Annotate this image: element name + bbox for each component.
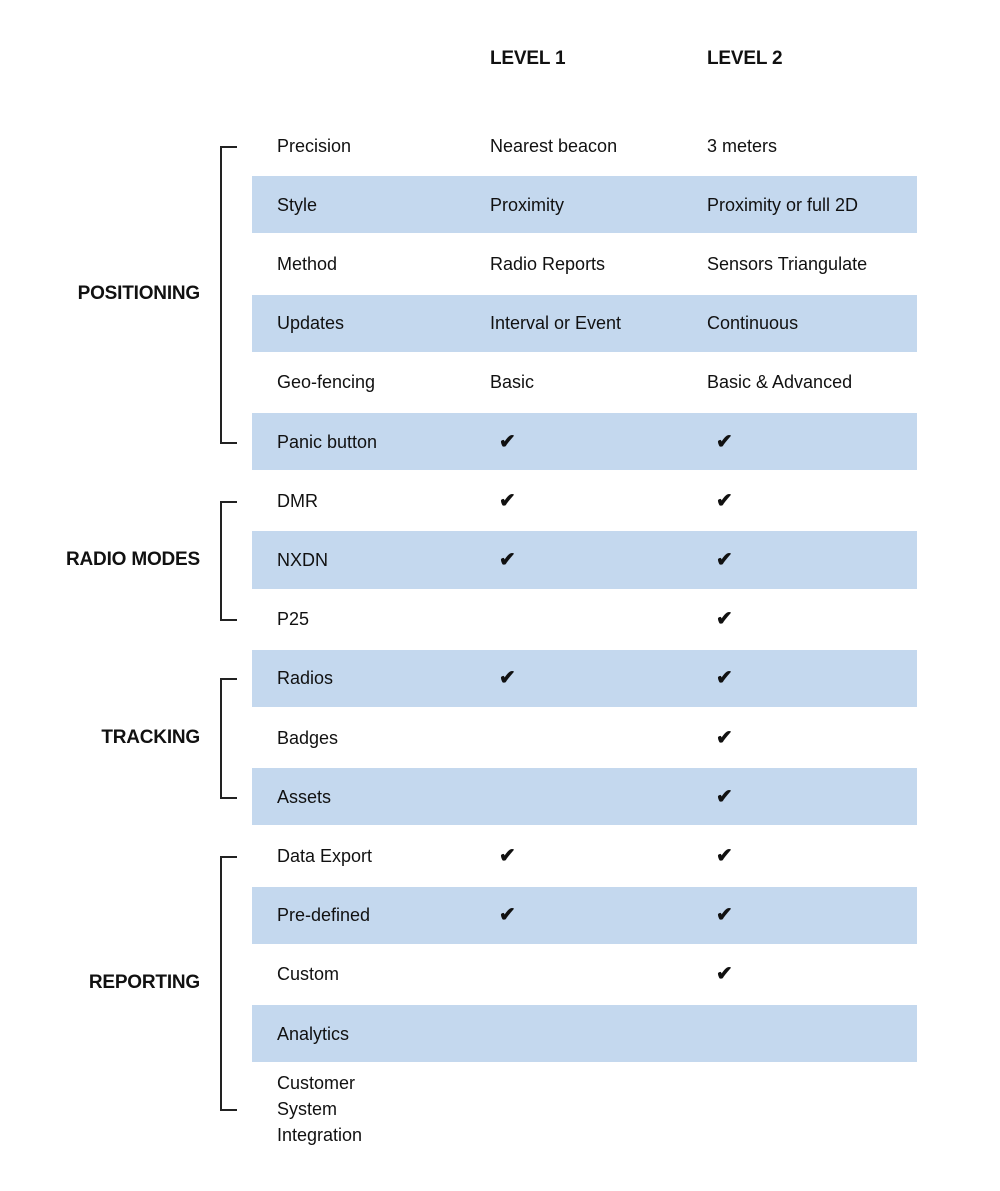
check-icon: ✔ — [716, 430, 733, 453]
row-stripe — [252, 649, 917, 707]
level2-value: Basic & Advanced — [707, 372, 853, 393]
check-icon: ✔ — [499, 904, 516, 927]
table-row: DMR ✔ ✔ — [0, 471, 1000, 530]
column-header-level-2: LEVEL 2 — [707, 48, 783, 69]
section-bracket-line — [220, 856, 222, 1112]
section-bracket-line — [220, 500, 222, 622]
table-row: Radios ✔ ✔ — [0, 649, 1000, 708]
feature-label: Analytics — [277, 1023, 350, 1044]
table-row: Pre-defined ✔ ✔ — [0, 886, 1000, 945]
bracket-stub-bottom — [220, 1109, 237, 1112]
level2-value: Sensors Triangulate — [707, 253, 868, 274]
feature-label: Pre-defined — [277, 905, 371, 926]
feature-label: P25 — [277, 609, 310, 630]
feature-label: Data Export — [277, 845, 373, 866]
check-icon: ✔ — [499, 667, 516, 690]
row-stripe — [252, 413, 917, 471]
level1-value: Radio Reports — [490, 253, 606, 274]
bracket-stub-top — [220, 145, 237, 148]
check-icon: ✔ — [716, 667, 733, 690]
bracket-stub-top — [220, 500, 237, 503]
table-row: Method Radio Reports Sensors Triangulate — [0, 234, 1000, 293]
section-label: TRACKING — [101, 726, 200, 748]
level1-value — [490, 1063, 700, 1155]
table-row: Geo-fencing Basic Basic & Advanced — [0, 353, 1000, 412]
check-icon: ✔ — [716, 844, 733, 867]
section-bracket-line — [220, 678, 222, 799]
level1-value: Interval or Event — [490, 313, 622, 334]
bracket-stub-bottom — [220, 796, 237, 799]
check-icon: ✔ — [716, 785, 733, 808]
feature-label: Custom — [277, 964, 340, 985]
check-icon: ✔ — [716, 548, 733, 571]
check-icon: ✔ — [716, 608, 733, 631]
row-stripe — [252, 531, 917, 589]
feature-label: Customer System Integration — [277, 1073, 363, 1146]
feature-label: Updates — [277, 313, 345, 334]
level2-value — [707, 1063, 917, 1155]
check-icon: ✔ — [716, 726, 733, 749]
check-icon: ✔ — [499, 844, 516, 867]
row-stripe — [252, 1005, 917, 1063]
feature-label: Radios — [277, 668, 334, 689]
table-row: Updates Interval or Event Continuous — [0, 294, 1000, 353]
level1-value — [490, 767, 700, 826]
column-header-level-1: LEVEL 1 — [490, 48, 566, 69]
level1-value: Proximity — [490, 194, 565, 215]
feature-label: Badges — [277, 727, 339, 748]
level1-value — [490, 945, 700, 1004]
bracket-stub-top — [220, 678, 237, 681]
check-icon: ✔ — [716, 963, 733, 986]
row-stripe — [252, 294, 917, 352]
table-row: NXDN ✔ ✔ — [0, 530, 1000, 589]
table-row: Analytics — [0, 1004, 1000, 1063]
level1-value — [490, 708, 700, 767]
section-label: POSITIONING — [77, 282, 201, 304]
row-stripe — [252, 886, 917, 944]
table-row: Panic button ✔ ✔ — [0, 412, 1000, 471]
table-row: Customer System Integration — [0, 1063, 1000, 1155]
check-icon: ✔ — [499, 489, 516, 512]
section-label: REPORTING — [88, 971, 200, 993]
level1-value — [490, 590, 700, 649]
feature-label: NXDN — [277, 549, 329, 570]
feature-label: Method — [277, 253, 338, 274]
section-label: RADIO MODES — [66, 549, 200, 570]
table-row: Precision Nearest beacon 3 meters — [0, 116, 1000, 175]
table-row: Badges ✔ — [0, 708, 1000, 767]
level2-value: 3 meters — [707, 135, 778, 156]
feature-label: Geo-fencing — [277, 372, 376, 393]
level1-value — [490, 1004, 700, 1063]
row-stripe — [252, 176, 917, 234]
level1-value: Basic — [490, 372, 535, 393]
feature-label: DMR — [277, 490, 318, 511]
bracket-stub-bottom — [220, 441, 237, 444]
bracket-stub-top — [220, 856, 237, 858]
level2-value: Continuous — [707, 313, 799, 334]
bracket-stub-bottom — [220, 619, 237, 622]
feature-label: Style — [277, 194, 318, 215]
table-row: Custom ✔ — [0, 945, 1000, 1004]
table-row: Style Proximity Proximity or full 2D — [0, 175, 1000, 234]
check-icon: ✔ — [499, 548, 516, 571]
table-row: P25 ✔ — [0, 590, 1000, 649]
check-icon: ✔ — [716, 489, 733, 512]
check-icon: ✔ — [716, 904, 733, 927]
feature-label: Assets — [277, 786, 332, 807]
feature-label: Panic button — [277, 431, 378, 452]
level2-value: Proximity or full 2D — [707, 194, 859, 215]
table-row: Data Export ✔ ✔ — [0, 826, 1000, 885]
table-row: Assets ✔ — [0, 767, 1000, 826]
feature-label: Precision — [277, 135, 352, 156]
level1-value: Nearest beacon — [490, 135, 618, 156]
section-bracket-line — [220, 145, 222, 444]
row-stripe — [252, 768, 917, 826]
level2-value — [707, 1004, 917, 1063]
check-icon: ✔ — [499, 430, 516, 453]
